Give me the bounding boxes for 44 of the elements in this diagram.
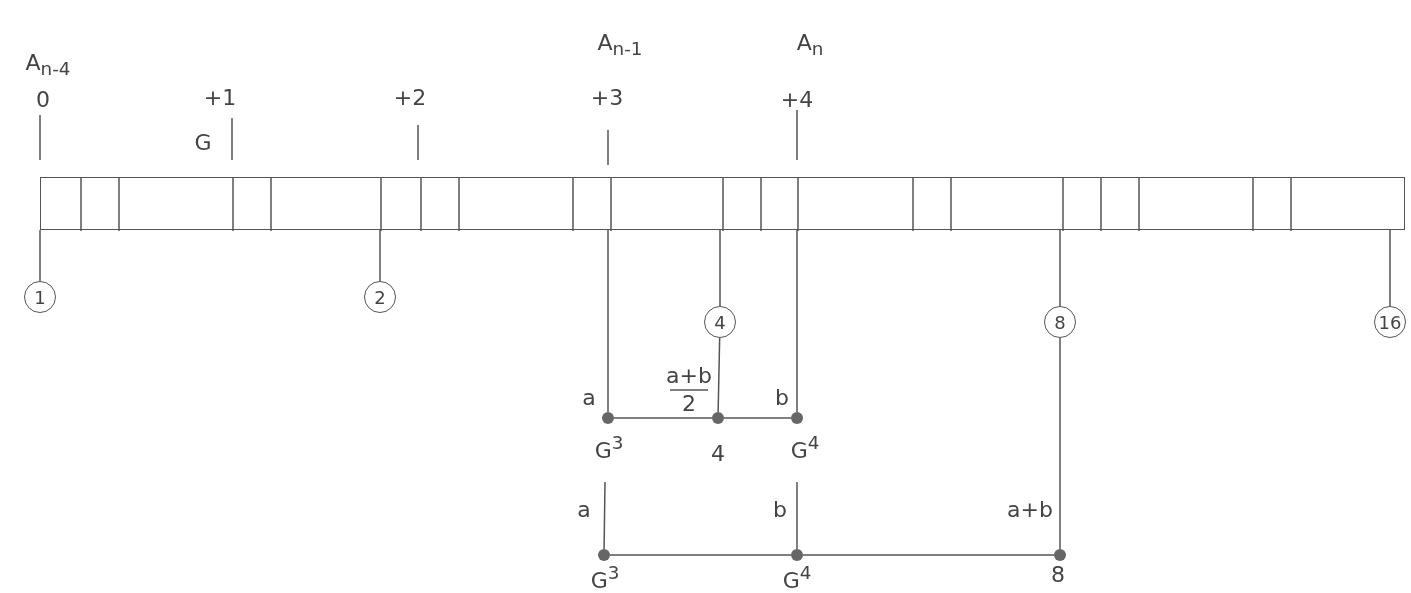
connector-line	[717, 337, 721, 413]
connector-line	[796, 481, 798, 550]
connector-line	[607, 229, 609, 413]
sequence-term: A$_{n}$	[796, 31, 824, 59]
variable-label: G	[194, 132, 212, 154]
connector-line	[1059, 337, 1061, 550]
power-label: G$^{3}$	[590, 564, 620, 592]
variable-label: a	[577, 499, 591, 521]
variable-label: a	[582, 387, 596, 409]
sum-label: a+b	[1007, 499, 1053, 521]
fraction-denominator: 2	[682, 393, 696, 415]
value-label: 4	[711, 443, 725, 465]
power-label: G$^{4}$	[782, 564, 812, 592]
variable-label: b	[773, 499, 787, 521]
sequence-term: A$_{n-1}$	[597, 31, 643, 59]
offset-number: +4	[780, 89, 814, 111]
power-label: G$^{4}$	[790, 434, 820, 462]
fraction-numerator: a+b	[666, 365, 712, 387]
offset-number: +2	[393, 87, 427, 109]
connector-line	[802, 554, 1055, 556]
offset-number: +3	[590, 87, 624, 109]
value-label: 8	[1051, 564, 1065, 586]
connector-line	[1389, 229, 1391, 307]
segmented-bar	[40, 177, 1405, 230]
offset-number: 0	[36, 89, 50, 111]
sequence-term: A$_{n-4}$	[25, 51, 71, 79]
connector-line	[379, 229, 381, 282]
point-dot	[602, 412, 614, 424]
offset-number: +1	[203, 87, 237, 109]
point-dot	[598, 549, 610, 561]
connector-line	[796, 229, 798, 413]
connector-line	[1059, 229, 1061, 307]
variable-label: b	[775, 387, 789, 409]
connector-line	[613, 417, 713, 419]
connector-line	[603, 481, 606, 550]
connector-line	[723, 417, 792, 419]
point-dot	[1054, 549, 1066, 561]
connector-line	[609, 554, 792, 556]
connector-line	[39, 229, 41, 282]
connector-line	[719, 229, 721, 307]
power-label: G$^{3}$	[594, 434, 624, 462]
point-dot	[712, 412, 724, 424]
point-dot	[791, 549, 803, 561]
point-dot	[791, 412, 803, 424]
